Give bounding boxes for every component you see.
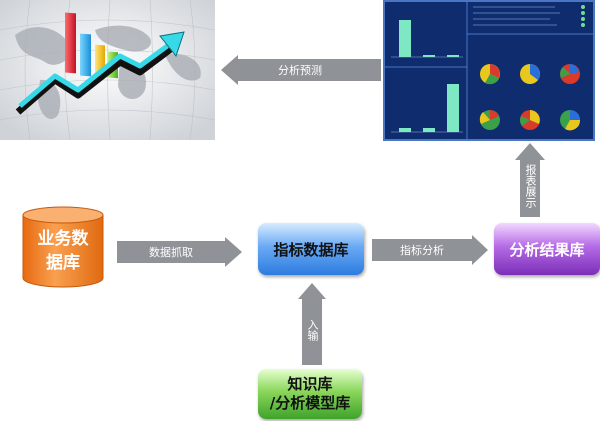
knowledge-db-box: 知识库 /分析模型库 <box>258 369 362 419</box>
result-db-box: 分析结果库 <box>494 223 600 275</box>
arrow-forecast <box>221 55 381 85</box>
knowledge-db-line1: 知识库 <box>287 375 333 393</box>
arrow-forecast-label: 分析预测 <box>278 64 322 77</box>
knowledge-db-line2: /分析模型库 <box>269 394 351 412</box>
dashboard-screenshot <box>383 0 595 141</box>
dashboard-graphics <box>385 2 593 139</box>
arrow-input-label: 入输 <box>306 319 319 341</box>
trend-arrow-head <box>159 31 185 58</box>
business-db-line1: 业务数 <box>37 229 89 249</box>
arrow-extract-label: 数据抓取 <box>149 246 193 259</box>
business-db-cylinder <box>22 206 104 288</box>
index-db-box: 指标数据库 <box>258 223 364 275</box>
forecast-chart-image <box>0 0 215 140</box>
arrow-analyze-label: 指标分析 <box>400 244 444 257</box>
business-db-label: 业务数 据库 <box>22 222 104 280</box>
trend-arrow-shadow <box>15 45 175 115</box>
arrow-analyze <box>372 235 488 265</box>
chart-bar-blue <box>80 33 91 77</box>
trend-arrow-line <box>18 41 172 108</box>
arrow-report <box>515 143 545 217</box>
business-db-line2: 据库 <box>46 253 80 273</box>
result-db-label: 分析结果库 <box>509 240 585 259</box>
index-db-label: 指标数据库 <box>273 240 349 259</box>
arrow-input <box>298 283 326 365</box>
chart-bar-red <box>65 12 76 74</box>
arrow-report-label: 报表展示 <box>524 164 537 208</box>
arrow-extract <box>117 237 242 267</box>
